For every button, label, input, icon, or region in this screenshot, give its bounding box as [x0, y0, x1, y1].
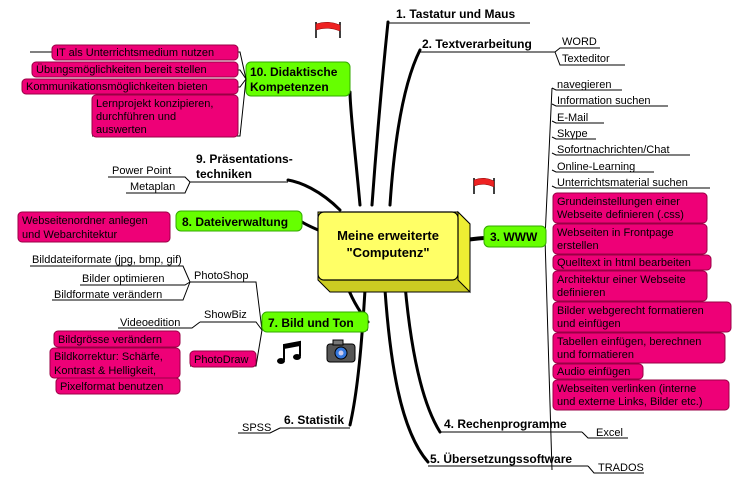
www-pink-item: erstellen [557, 240, 599, 252]
photodraw-item: Bildkorrektur: Schärfe, [54, 351, 163, 363]
branch-10-item: Lernprojekt konzipieren, [96, 98, 213, 110]
www-pink-box [552, 332, 726, 364]
www-item: Unterrichtsmaterial suchen [557, 177, 688, 189]
photoshop-item: Bilddateiformate (jpg, bmp, gif) [32, 254, 182, 266]
www-pink-box [552, 254, 712, 271]
photodraw-item: Pixelformat benutzen [60, 381, 163, 393]
center-title-line1: Meine erweiterte [337, 228, 439, 243]
camera-icon [326, 339, 356, 363]
www-pink-item: Audio einfügen [557, 366, 630, 378]
photoshop-label: PhotoShop [194, 270, 248, 282]
underlines [30, 22, 710, 474]
photodraw-pink-box [55, 377, 181, 395]
branch-8-box [175, 210, 303, 232]
branch-9-label-line1: 9. Präsentations- [196, 152, 293, 166]
photodraw-item: Bildgrösse verändern [58, 334, 162, 346]
branch-10-item: IT als Unterrichtsmedium nutzen [56, 47, 214, 59]
www-pink-item: und formatieren [557, 349, 634, 361]
branch-9-label-line2: techniken [196, 167, 252, 181]
branch-10-pink-box [51, 44, 239, 61]
branch-3-label: 3. WWW [490, 230, 538, 244]
center-title-line2: "Computenz" [346, 245, 429, 260]
www-item: Information suchen [557, 95, 651, 107]
www-pink-box [552, 301, 732, 333]
branch-7-label: 7. Bild und Ton [268, 316, 354, 330]
branch-3-box [483, 225, 547, 248]
photodraw-pink-box [53, 330, 181, 348]
www-pink-item: Quelltext in html bearbeiten [557, 257, 691, 269]
photodraw-item: Kontrast & Helligkeit, [54, 365, 156, 377]
showbiz-label: ShowBiz [204, 309, 247, 321]
branch-5-label: 5. Übersetzungssoftware [430, 451, 572, 466]
photodraw-box [189, 350, 257, 368]
www-pink-item: Architektur einer Webseite [557, 274, 686, 286]
showbiz-item: Videoedition [120, 317, 180, 329]
branch-10-pink-box [91, 94, 239, 138]
www-pink-item: definieren [557, 287, 605, 299]
branch-8-item: und Webarchitektur [22, 229, 118, 241]
www-pink-item: Webseiten in Frontpage [557, 227, 674, 239]
branch-5-item: TRADOS [598, 462, 644, 474]
branch-10-pink-box [21, 78, 239, 95]
branch-8-pink-box [17, 211, 171, 243]
branch-1-label: 1. Tastatur und Maus [396, 7, 515, 21]
branch-10-label-line1: 10. Didaktische [250, 65, 338, 79]
www-item: Skype [557, 128, 588, 140]
branch-6-item: SPSS [242, 422, 271, 434]
www-item: Sofortnachrichten/Chat [557, 144, 670, 156]
branch-4-item: Excel [596, 427, 623, 439]
music-notes-icon [277, 340, 301, 364]
www-pink-item: Tabellen einfügen, berechnen [557, 336, 701, 348]
www-pink-box [552, 363, 644, 380]
branch-3-plain-items: navegieren Information suchen E-Mail Sky… [557, 79, 688, 189]
flag-icon [473, 178, 495, 194]
branch-2-label: 2. Textverarbeitung [422, 37, 532, 51]
photoshop-item: Bildformate verändern [54, 289, 162, 301]
www-pink-item: Bilder webgerecht formatieren [557, 305, 704, 317]
www-pink-box [552, 379, 730, 411]
www-pink-item: und einfügen [557, 318, 621, 330]
branch-4-label: 4. Rechenprogramme [444, 417, 567, 431]
photodraw-label: PhotoDraw [194, 354, 248, 366]
www-pink-box [552, 223, 708, 255]
www-pink-box [552, 270, 708, 302]
branch-8-label: 8. Dateiverwaltung [182, 215, 288, 229]
center-node: Meine erweiterte "Computenz" [317, 210, 471, 294]
flag-icon [315, 22, 341, 38]
branch-10-item: Kommunikationsmöglichkeiten bieten [26, 81, 208, 93]
branch-10-item: durchführen und [96, 111, 176, 123]
www-pink-item: Webseiten verlinken (interne [557, 383, 696, 395]
www-pink-box [552, 192, 708, 224]
www-pink-item: und externe Links, Bilder etc.) [557, 396, 703, 408]
branch-2-item: Texteditor [562, 53, 610, 65]
branch-strokes [286, 20, 487, 464]
branch-9-item: Power Point [112, 165, 171, 177]
www-pink-item: Grundeinstellungen einer [557, 196, 680, 208]
branch-10-pink-box [31, 61, 239, 78]
branch-10-item: auswerten [96, 124, 147, 136]
branch-10-label-line2: Kompetenzen [250, 80, 329, 94]
branch-2-item: WORD [562, 36, 597, 48]
photoshop-item: Bilder optimieren [82, 273, 165, 285]
branch-9-item: Metaplan [130, 181, 175, 193]
www-item: navegieren [557, 79, 611, 91]
www-pink-item: Webseite definieren (.css) [557, 209, 684, 221]
branch-10-item: Übungsmöglichkeiten bereit stellen [36, 64, 207, 76]
www-item: Online-Learning [557, 161, 635, 173]
branch-6-label: 6. Statistik [284, 413, 344, 427]
branch-7-box [261, 311, 369, 333]
www-item: E-Mail [557, 112, 588, 124]
branch-3-pink-items: Grundeinstellungen einer Webseite defini… [552, 192, 732, 411]
branch-8-item: Webseitenordner anlegen [22, 215, 148, 227]
